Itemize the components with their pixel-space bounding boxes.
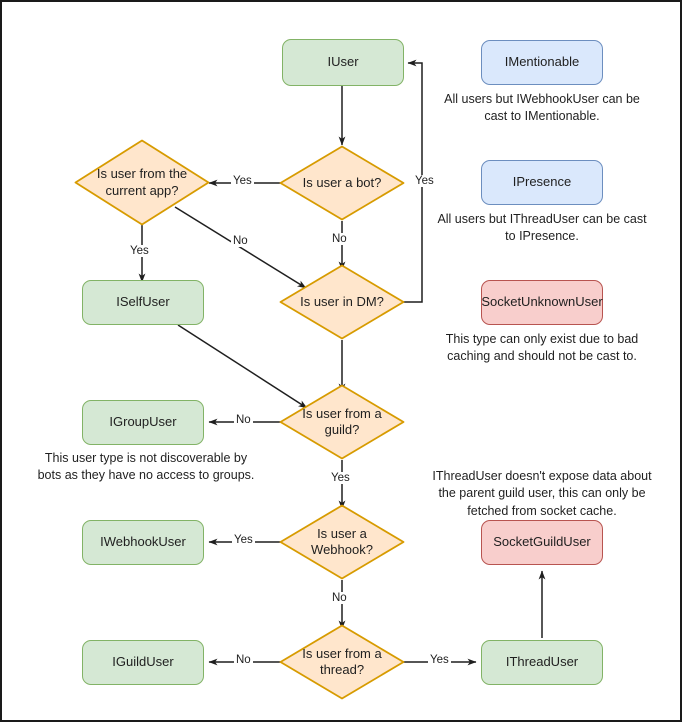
node-iwebhookuser[interactable]: IWebhookUser (82, 520, 204, 565)
node-iwebhookuser-label: IWebhookUser (100, 534, 186, 550)
diamond-shape (279, 145, 405, 221)
node-igroupuser[interactable]: IGroupUser (82, 400, 204, 445)
node-iselfuser[interactable]: ISelfUser (82, 280, 204, 325)
edge-label-webhook-yes: Yes (232, 534, 255, 546)
note-socketunknownuser: This type can only exist due to bad cach… (445, 332, 639, 364)
edge-label-guild-yes: Yes (329, 472, 352, 484)
node-ipresence-label: IPresence (512, 174, 572, 190)
node-iuser[interactable]: IUser (282, 39, 404, 86)
node-igroupuser-label: IGroupUser (109, 414, 177, 430)
note-socketguilduser: IThreadUser doesn't expose data about th… (432, 469, 652, 518)
node-socketguilduser[interactable]: SocketGuildUser (481, 520, 603, 565)
node-is-user-from-guild-label: Is user from a guild? (302, 405, 382, 437)
edge-label-webhook-no: No (330, 592, 349, 604)
node-is-user-from-current-app-label: Is user from the current app? (96, 166, 188, 198)
note-ipresence: All users but IThreadUser can be cast to… (437, 212, 647, 244)
diamond-shape (279, 264, 405, 340)
node-imentionable[interactable]: IMentionable (481, 40, 603, 85)
node-is-user-a-webhook-label: Is user a Webhook? (311, 525, 373, 557)
node-is-user-in-dm-label: Is user in DM? (300, 293, 384, 309)
node-ithreaduser-label: IThreadUser (505, 654, 579, 670)
diamond-shape (279, 384, 405, 460)
note-imentionable: All users but IWebhookUser can be cast t… (444, 92, 640, 124)
node-is-user-a-webhook[interactable]: Is user a Webhook? (279, 504, 405, 580)
node-ithreaduser[interactable]: IThreadUser (481, 640, 603, 685)
node-iguilduser[interactable]: IGuildUser (82, 640, 204, 685)
edge-label-bot-no: No (330, 233, 349, 245)
edge-label-dm-yes: Yes (413, 175, 436, 187)
node-imentionable-label: IMentionable (504, 54, 580, 70)
edge-label-thread-no: No (234, 654, 253, 666)
node-is-user-in-dm[interactable]: Is user in DM? (279, 264, 405, 340)
edge-label-app-yes: Yes (128, 245, 151, 257)
node-is-user-from-current-app[interactable]: Is user from the current app? (74, 139, 210, 226)
node-is-user-from-thread[interactable]: Is user from a thread? (279, 624, 405, 700)
node-is-user-from-thread-label: Is user from a thread? (302, 645, 382, 677)
node-iuser-label: IUser (327, 54, 359, 70)
diamond-shape (279, 624, 405, 700)
node-is-user-a-bot-label: Is user a bot? (302, 174, 382, 190)
node-ipresence[interactable]: IPresence (481, 160, 603, 205)
edge-label-thread-yes: Yes (428, 654, 451, 666)
node-is-user-a-bot[interactable]: Is user a bot? (279, 145, 405, 221)
edge-label-bot-yes: Yes (231, 175, 254, 187)
node-socketunknownuser[interactable]: SocketUnknownUser (481, 280, 603, 325)
node-socketguilduser-label: SocketGuildUser (493, 534, 591, 550)
node-iselfuser-label: ISelfUser (116, 294, 170, 310)
note-igroupuser: This user type is not discoverable by bo… (37, 451, 255, 483)
node-socketunknownuser-label: SocketUnknownUser (481, 294, 603, 310)
node-is-user-from-guild[interactable]: Is user from a guild? (279, 384, 405, 460)
edge-label-guild-no: No (234, 414, 253, 426)
node-iguilduser-label: IGuildUser (112, 654, 174, 670)
edge-label-app-no: No (231, 235, 250, 247)
diamond-shape (279, 504, 405, 580)
